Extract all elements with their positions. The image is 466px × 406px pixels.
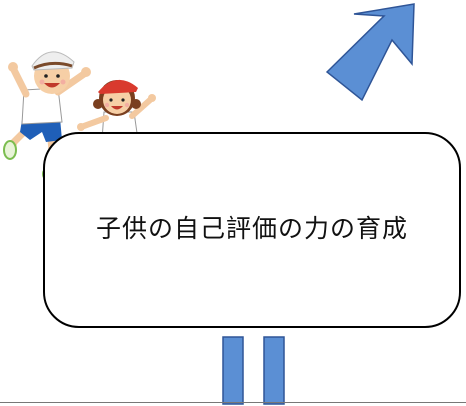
bottom-divider	[0, 402, 466, 403]
central-rounded-box: 子供の自己評価の力の育成	[43, 132, 461, 328]
boy-figure	[3, 51, 91, 181]
connector-bar-right	[263, 336, 285, 405]
connector-bar-left	[222, 336, 244, 405]
arrow-up-right-icon	[325, 3, 415, 102]
connector-bars	[222, 336, 285, 405]
box-label: 子供の自己評価の力の育成	[95, 214, 408, 243]
